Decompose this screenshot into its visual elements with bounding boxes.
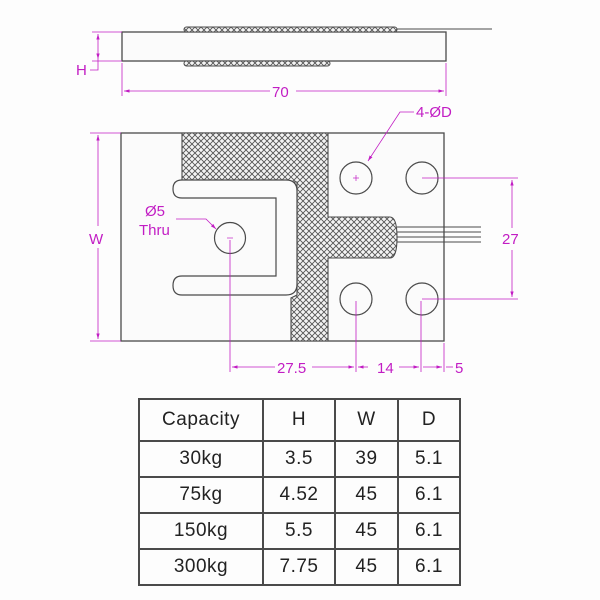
cell-d: 6.1 — [397, 476, 461, 514]
width-label: W — [89, 231, 104, 248]
side-view: H 70 — [76, 26, 492, 101]
through-hole-thru-label: Thru — [139, 222, 170, 239]
strain-gauge-area — [181, 132, 398, 342]
cell-capacity: 75kg — [138, 476, 264, 514]
cell-w: 45 — [334, 476, 399, 514]
length-label: 70 — [272, 84, 289, 101]
height-label: H — [76, 62, 87, 79]
cell-d: 6.1 — [397, 548, 461, 586]
cell-w: 45 — [334, 548, 399, 586]
cell-w: 39 — [334, 440, 399, 478]
cell-d: 5.1 — [397, 440, 461, 478]
side-view-bottom-gauge — [183, 60, 331, 67]
cell-h: 7.75 — [262, 548, 336, 586]
cable-wires — [397, 226, 481, 243]
side-view-body — [121, 31, 447, 62]
dim-hole-to-edge-label: 5 — [455, 360, 463, 377]
header-w: W — [334, 398, 399, 442]
dim-hole-spacing-label: 14 — [377, 360, 394, 377]
hole-spacing-vertical-label: 27 — [502, 231, 519, 248]
height-dimension — [90, 31, 122, 71]
header-h: H — [262, 398, 336, 442]
header-capacity: Capacity — [138, 398, 264, 442]
mount-holes-leader — [367, 111, 414, 162]
bottom-dimensions — [229, 240, 453, 372]
cell-h: 4.52 — [262, 476, 336, 514]
table-row: 30kg 3.5 39 5.1 — [138, 440, 461, 478]
through-hole-leader — [176, 218, 217, 230]
table-row: 75kg 4.52 45 6.1 — [138, 476, 461, 514]
cell-capacity: 150kg — [138, 512, 264, 550]
center-marks — [227, 175, 359, 239]
cell-capacity: 30kg — [138, 440, 264, 478]
cell-h: 5.5 — [262, 512, 336, 550]
mount-hole-top-left — [339, 161, 373, 195]
through-hole-label: Ø5 — [145, 203, 165, 220]
plan-view: W Ø5 Thru 4-ØD 27 — [89, 104, 519, 377]
table-row: 300kg 7.75 45 6.1 — [138, 548, 461, 586]
cell-w: 45 — [334, 512, 399, 550]
mount-holes-label: 4-ØD — [416, 104, 452, 121]
u-slot — [172, 179, 298, 296]
cell-capacity: 300kg — [138, 548, 264, 586]
spec-table: Capacity H W D 30kg 3.5 39 5.1 75kg 4.52… — [138, 398, 461, 586]
cell-h: 3.5 — [262, 440, 336, 478]
hole-spacing-vertical-dimension — [422, 177, 518, 300]
table-row: 150kg 5.5 45 6.1 — [138, 512, 461, 550]
side-view-top-gauge — [183, 26, 398, 33]
table-header-row: Capacity H W D — [138, 398, 461, 442]
cell-d: 6.1 — [397, 512, 461, 550]
width-dimension — [90, 132, 121, 342]
dim-center-to-hole-label: 27.5 — [277, 360, 306, 377]
length-dimension — [121, 63, 447, 96]
header-d: D — [397, 398, 461, 442]
